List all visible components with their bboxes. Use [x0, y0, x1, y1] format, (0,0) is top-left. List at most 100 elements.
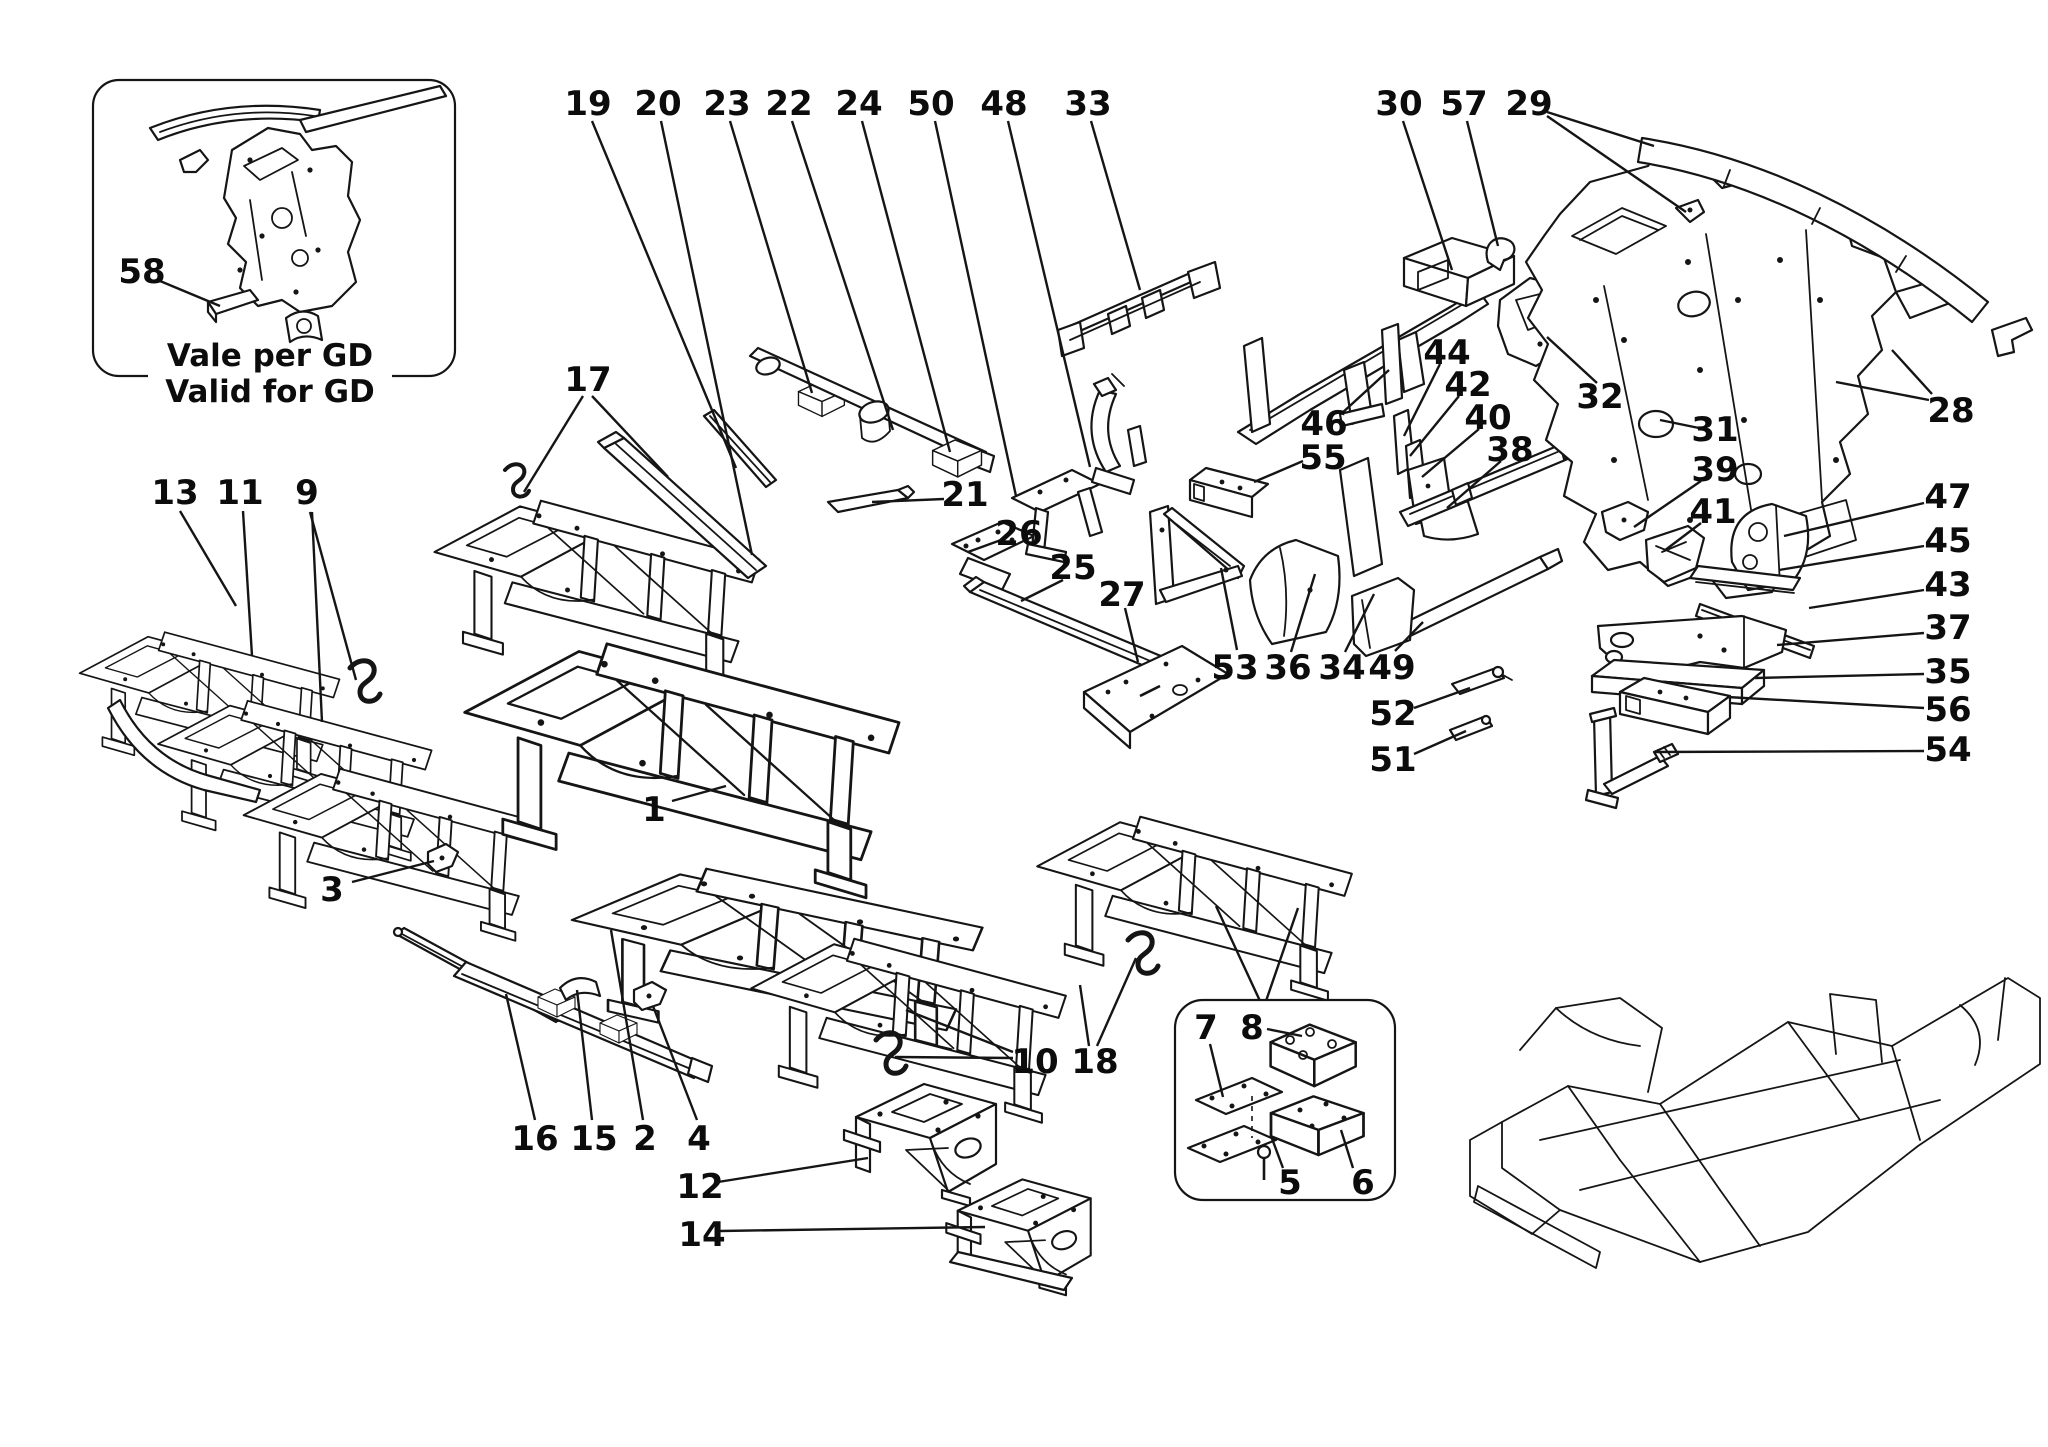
leader-line-32 [1546, 336, 1598, 384]
leader-line-44 [1402, 363, 1442, 437]
leader-line-45 [1778, 544, 1925, 572]
leader-line-12 [717, 1156, 869, 1184]
callout-8: 8 [1240, 1008, 1303, 1048]
callout-15: 15 [570, 989, 618, 1159]
part-l-bracket-54 [1584, 706, 1680, 810]
leader-line-46 [1340, 369, 1390, 415]
callout-22: 22 [765, 84, 895, 431]
inset-caption-italian: Vale per GD [167, 338, 373, 374]
part-number-16: 16 [511, 1119, 558, 1159]
part-number-2: 2 [633, 1119, 657, 1159]
part-number-53: 53 [1211, 648, 1258, 688]
part-sill-45 [1688, 564, 1802, 594]
callout-18: 18 [1071, 957, 1138, 1082]
callout-29: 29 [1505, 84, 1687, 213]
callout-21: 21 [871, 475, 989, 515]
part-number-41: 41 [1689, 492, 1736, 532]
part-number-38: 38 [1486, 430, 1533, 470]
callout-41: 41 [1663, 492, 1737, 552]
leader-line-16 [504, 993, 537, 1121]
callout-16: 16 [504, 993, 559, 1159]
leader-line-41 [1663, 522, 1702, 552]
part-number-57: 57 [1440, 84, 1487, 124]
part-pin-bracket-52 [1450, 665, 1513, 696]
part-number-46: 46 [1300, 404, 1347, 444]
inset-caption-english: Valid for GD [165, 374, 375, 410]
leader-line-56 [1726, 695, 1925, 710]
leader-line-31 [1659, 418, 1700, 430]
part-number-29: 29 [1505, 84, 1552, 124]
callout-5: 5 [1269, 1135, 1302, 1203]
part-beam-20 [596, 430, 768, 580]
part-number-31: 31 [1691, 410, 1738, 450]
part-number-21: 21 [941, 475, 988, 515]
part-number-23: 23 [703, 84, 750, 124]
leader-line-17 [591, 395, 669, 478]
part-number-14: 14 [678, 1215, 725, 1255]
leader-line-52 [1413, 686, 1471, 710]
callout-46: 46 [1300, 369, 1390, 444]
part-number-12: 12 [676, 1167, 723, 1207]
part-bracket-39 [1600, 500, 1650, 542]
callout-36: 36 [1264, 573, 1317, 688]
leader-line-28 [1891, 349, 1933, 395]
part-bracket-4 [632, 980, 668, 1012]
part-number-27: 27 [1098, 575, 1145, 615]
leader-line-10 [905, 1008, 1014, 1054]
part-number-49: 49 [1368, 648, 1415, 688]
part-strip-19 [702, 408, 778, 489]
leader-line-18 [1095, 957, 1138, 1047]
callout-50: 50 [907, 84, 1018, 497]
leader-line-57 [1465, 120, 1500, 247]
leader-line-55 [1253, 459, 1304, 484]
callout-3: 3 [320, 859, 435, 910]
callout-20: 20 [634, 84, 754, 556]
part-number-58: 58 [118, 252, 165, 292]
part-wheel-mount-12 [842, 1082, 998, 1208]
leader-line-10 [894, 1055, 1014, 1060]
part-number-15: 15 [570, 1119, 617, 1159]
leader-line-42 [1409, 395, 1460, 457]
leader-line-29 [1546, 115, 1687, 213]
part-number-37: 37 [1924, 608, 1971, 648]
part-panel-27 [1082, 644, 1230, 750]
part-hook-57 [1485, 237, 1516, 272]
part-cross-member-15 [452, 960, 714, 1084]
leader-line-23 [728, 120, 814, 394]
leader-line-8 [1266, 1027, 1303, 1038]
leader-line-4 [651, 1005, 699, 1121]
callout-57: 57 [1440, 84, 1500, 247]
callout-51: 51 [1369, 729, 1467, 780]
callout-39: 39 [1633, 450, 1739, 528]
part-beam-25 [962, 575, 1182, 678]
part-number-52: 52 [1369, 694, 1416, 734]
callout-37: 37 [1776, 608, 1972, 648]
callout-17: 17 [522, 360, 669, 493]
callout-9: 9 [295, 473, 358, 723]
part-number-50: 50 [907, 84, 954, 124]
leader-line-6 [1339, 1129, 1355, 1169]
callout-49: 49 [1368, 621, 1424, 688]
callout-56: 56 [1726, 690, 1972, 730]
leader-line-38 [1446, 460, 1502, 509]
leader-line-48 [1006, 120, 1092, 468]
part-bracket-3 [426, 842, 460, 874]
callout-19: 19 [564, 84, 738, 469]
callout-48: 48 [980, 84, 1092, 468]
part-number-19: 19 [564, 84, 611, 124]
reference-rear-chassis [1469, 977, 2041, 1269]
leader-line-40 [1421, 428, 1480, 478]
callout-23: 23 [703, 84, 814, 394]
part-number-43: 43 [1924, 565, 1971, 605]
leader-line-51 [1413, 729, 1467, 756]
leader-line-43 [1808, 588, 1925, 610]
part-curved-tube [106, 698, 262, 804]
callout-34: 34 [1318, 593, 1376, 688]
part-panel-36 [1248, 456, 1384, 646]
callout-38: 38 [1446, 430, 1534, 509]
leader-line-33 [1089, 120, 1142, 291]
leader-line-24 [860, 120, 952, 453]
leader-line-18 [1078, 984, 1091, 1047]
